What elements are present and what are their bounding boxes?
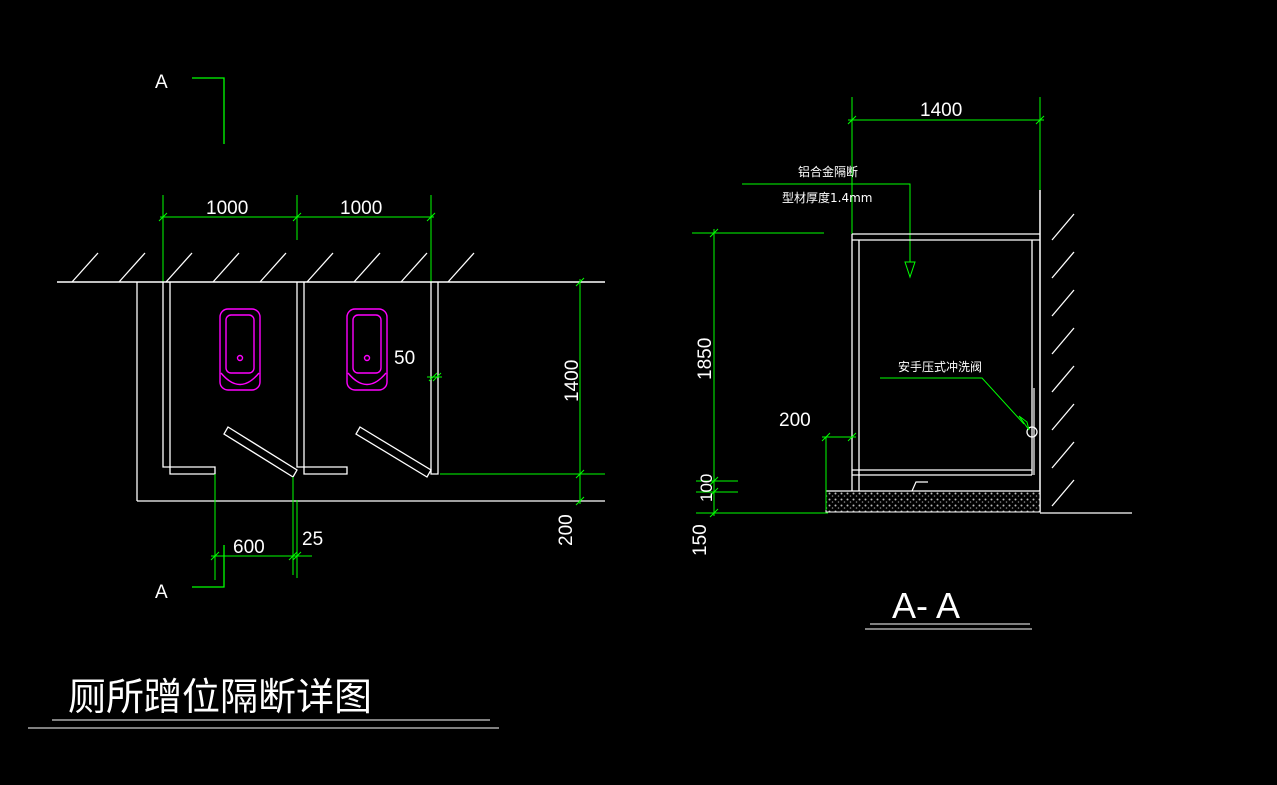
floor-slab bbox=[825, 490, 1041, 513]
plan-top-dimensions bbox=[158, 195, 436, 285]
plan-right-dimensions bbox=[427, 277, 605, 506]
dim-depth: 1400 bbox=[562, 360, 583, 402]
section-dim-gap: 100 bbox=[697, 474, 716, 502]
squat-toilet-2 bbox=[346, 308, 388, 391]
partition-frame bbox=[851, 233, 1040, 491]
dim-width-1: 1000 bbox=[206, 198, 248, 219]
wall-hatching bbox=[71, 252, 475, 283]
plan-view: A A 1000 1000 bbox=[28, 72, 605, 729]
material-leader bbox=[742, 183, 916, 279]
section-dim-offset: 200 bbox=[779, 410, 811, 431]
drain-step bbox=[911, 481, 928, 492]
section-left-dimensions bbox=[692, 228, 857, 518]
dim-post: 25 bbox=[302, 529, 323, 550]
section-cut-bottom bbox=[192, 545, 225, 588]
stall-doors bbox=[223, 426, 432, 478]
section-view: 1400 铝合金隔断 型材厚度1.4mm bbox=[690, 97, 1132, 630]
note-valve: 安手压式冲洗阀 bbox=[898, 359, 982, 374]
section-dim-base: 150 bbox=[690, 524, 711, 556]
side-wall-hatching bbox=[1051, 213, 1075, 507]
dim-base: 200 bbox=[556, 514, 577, 546]
squat-toilet-1 bbox=[219, 308, 261, 391]
dim-gap: 50 bbox=[394, 348, 415, 369]
section-cut-top bbox=[192, 77, 225, 144]
section-mark-bottom: A bbox=[155, 582, 168, 603]
section-title: A- A bbox=[892, 585, 960, 626]
section-top-dimension bbox=[847, 97, 1045, 238]
note-material-line2: 型材厚度1.4mm bbox=[782, 190, 872, 205]
dim-door: 600 bbox=[233, 537, 265, 558]
flush-valve-icon bbox=[1026, 426, 1038, 438]
section-mark-top: A bbox=[155, 72, 168, 93]
section-dim-width: 1400 bbox=[920, 100, 962, 121]
dim-width-2: 1000 bbox=[340, 198, 382, 219]
plan-bottom-dimensions bbox=[210, 474, 312, 580]
plan-title: 厕所蹭位隔断详图 bbox=[68, 675, 372, 719]
note-material-line1: 铝合金隔断 bbox=[798, 164, 858, 179]
valve-leader bbox=[880, 377, 1030, 431]
section-dim-height: 1850 bbox=[695, 338, 716, 380]
